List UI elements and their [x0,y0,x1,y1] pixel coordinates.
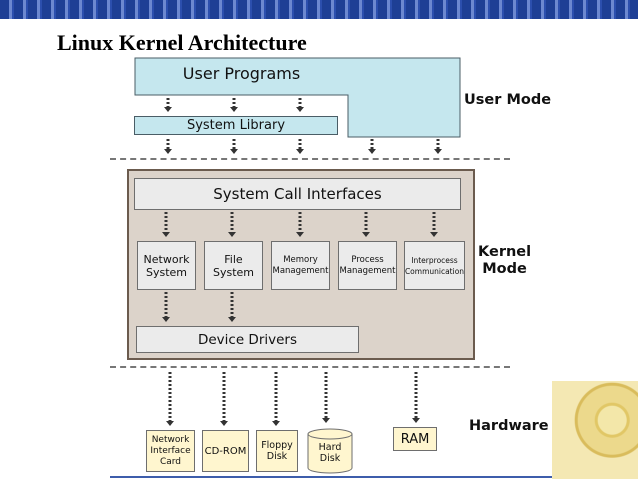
header-bar [0,0,638,19]
device-drivers-box: Device Drivers [136,326,359,353]
interprocess-communication-box: Interprocess Communication [404,241,465,290]
page-title: Linux Kernel Architecture [57,30,307,55]
kernel-mode-label: Kernel Mode [478,244,532,277]
process-management-box: Process Management [338,241,397,290]
user-kernel-divider [110,158,510,160]
hardware-label: Hardware [469,418,549,434]
kernel-hardware-divider [110,366,510,368]
cd-rom-box: CD-ROM [202,430,249,472]
system-library-box: System Library [134,116,338,135]
floppy-disk-box: Floppy Disk [256,430,298,472]
network-interface-card-box: Network Interface Card [146,430,195,472]
system-call-interfaces-box: System Call Interfaces [134,178,461,210]
user-programs-label: User Programs [182,64,301,83]
ram-box: RAM [393,427,437,451]
memory-management-box: Memory Management [271,241,330,290]
file-system-box: File System [204,241,263,290]
user-mode-label: User Mode [464,92,552,108]
footer-line [110,476,552,478]
decorative-globe-image [552,381,638,479]
network-system-box: Network System [137,241,196,290]
hard-disk-cylinder [307,428,353,474]
hard-disk-label: Hard Disk [318,442,342,464]
